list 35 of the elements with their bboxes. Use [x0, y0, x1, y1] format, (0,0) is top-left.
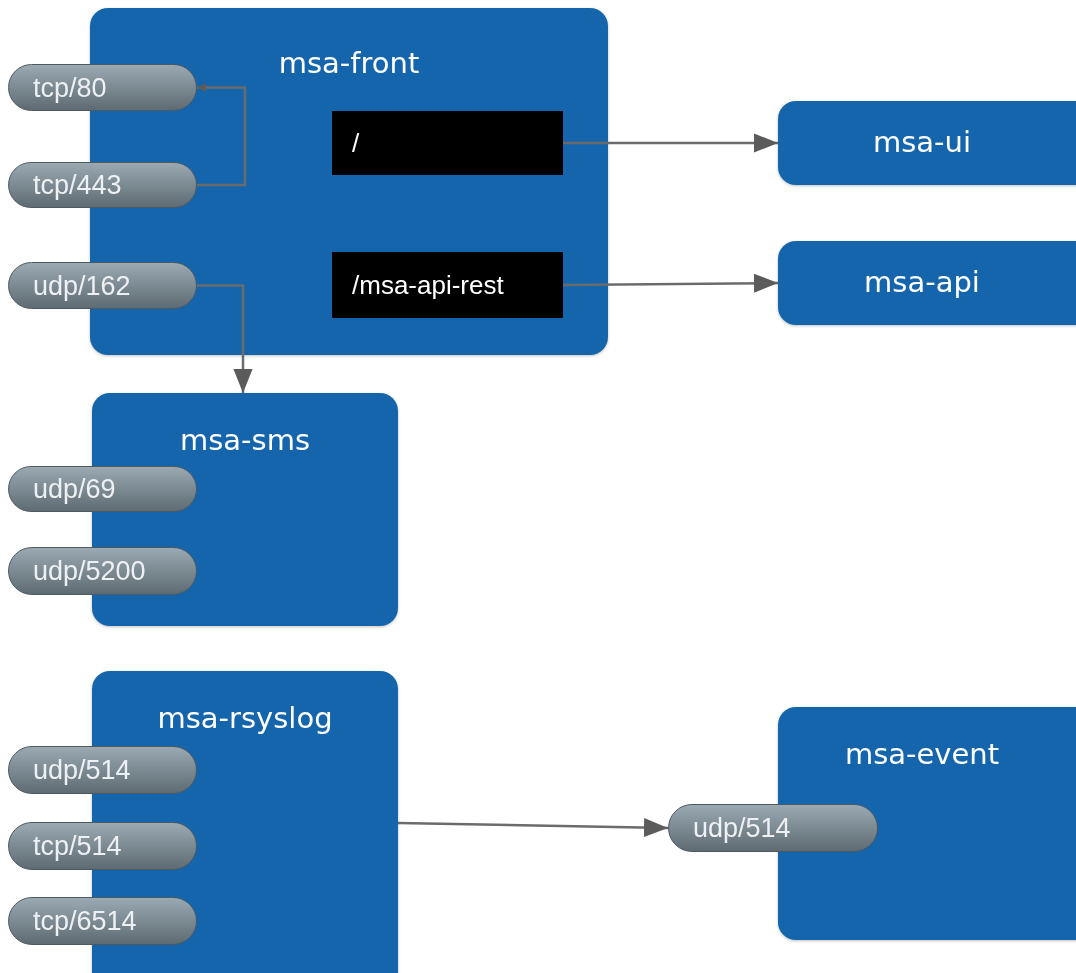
port-pill	[8, 64, 197, 111]
port-label: udp/514	[33, 754, 131, 786]
service-name: msa-event	[844, 737, 1000, 771]
port-pill	[8, 746, 197, 794]
route-box	[332, 111, 563, 175]
service-name: msa-front	[278, 46, 420, 80]
arrow	[563, 133, 778, 153]
service-name: msa-sms	[179, 423, 311, 457]
port-pill	[8, 547, 197, 595]
port-pill	[8, 466, 197, 512]
port-label: udp/514	[693, 812, 791, 844]
service-name: msa-rsyslog	[157, 701, 333, 735]
service-box	[778, 241, 1076, 325]
service-box	[778, 101, 1076, 185]
port-pill	[8, 822, 197, 870]
port-pill	[668, 804, 878, 852]
port-label: udp/5200	[33, 555, 146, 587]
route-path: /	[352, 127, 360, 159]
route-box	[332, 252, 563, 318]
arrow	[563, 273, 778, 293]
port-pill	[8, 262, 197, 309]
port-label: tcp/443	[33, 169, 122, 201]
service-name: msa-ui	[873, 125, 971, 159]
port-pill	[8, 897, 197, 945]
route-path: /msa-api-rest	[352, 269, 504, 301]
port-label: udp/69	[33, 473, 116, 505]
port-pill	[8, 162, 197, 208]
port-label: tcp/80	[33, 72, 107, 103]
arrow	[197, 83, 247, 187]
arrow	[197, 284, 253, 393]
port-label: udp/162	[33, 270, 131, 301]
port-label: tcp/514	[33, 830, 122, 862]
service-name: msa-api	[864, 265, 980, 299]
arrow	[397, 817, 669, 838]
port-label: tcp/6514	[33, 905, 137, 937]
